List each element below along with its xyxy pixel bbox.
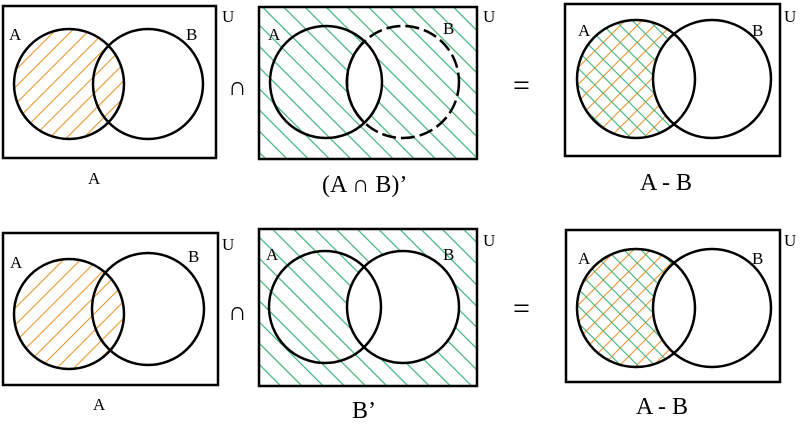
label-set-a: A: [10, 253, 23, 272]
intersection-operator: ∩: [228, 72, 247, 101]
label-universe: U: [483, 231, 495, 250]
label-universe: U: [222, 7, 234, 26]
universe-box: [1, 4, 218, 160]
row-1: A B U A ∩ A B U (A ∩ B)’ =: [1, 2, 796, 198]
panel-set-a: A B U A: [1, 4, 234, 188]
panel-caption: A: [88, 169, 101, 188]
label-set-b: B: [188, 247, 199, 266]
row-2: A B U A ∩ A B U B’ =: [1, 227, 796, 424]
universe-box: [1, 231, 220, 387]
panel-a-minus-b: A B U A - B: [563, 2, 796, 196]
panel-caption: A - B: [636, 394, 688, 420]
panel-caption: B’: [352, 398, 376, 424]
circle-set-b: [90, 251, 206, 367]
universe-box: [257, 227, 479, 388]
label-set-a: A: [578, 21, 591, 40]
circle-set-b: [651, 247, 773, 369]
label-set-b: B: [443, 19, 454, 38]
universe-box: [564, 228, 782, 384]
label-set-a: A: [268, 25, 281, 44]
universe-box: [563, 2, 782, 158]
circle-set-a: [12, 27, 126, 141]
circle-set-b: [651, 18, 773, 140]
panel-caption: A: [93, 395, 106, 414]
label-universe: U: [222, 235, 234, 254]
set-a-hatch: [14, 259, 124, 369]
label-set-a: A: [9, 25, 22, 44]
circle-set-a: [267, 249, 383, 365]
panel-caption: A - B: [640, 170, 692, 196]
circle-set-a: [12, 257, 126, 371]
equals-operator: =: [513, 292, 530, 325]
a-minus-b-crosshatch: [577, 249, 695, 367]
label-set-b: B: [752, 249, 763, 268]
circle-set-b: [345, 249, 461, 365]
panel-caption: (A ∩ B)’: [322, 172, 407, 198]
panel-complement-intersection: A B U (A ∩ B)’: [257, 5, 495, 198]
circle-set-a: [268, 24, 384, 140]
circle-set-b: [91, 27, 205, 141]
panel-a-minus-b: A B U A - B: [564, 228, 796, 420]
label-set-a: A: [578, 249, 591, 268]
circle-set-a: [575, 18, 697, 140]
a-minus-b-crosshatch: [577, 20, 695, 138]
universe-box: [257, 5, 479, 161]
panel-complement-b: A B U B’: [257, 227, 495, 424]
panel-set-a: A B U A: [1, 231, 234, 414]
label-set-b: B: [752, 21, 763, 40]
label-universe: U: [483, 7, 495, 26]
label-set-b: B: [443, 245, 454, 264]
equals-operator: =: [513, 69, 530, 102]
circle-set-a: [575, 247, 697, 369]
label-universe: U: [784, 7, 796, 26]
label-set-b: B: [186, 25, 197, 44]
label-universe: U: [784, 231, 796, 250]
intersection-operator: ∩: [228, 297, 247, 326]
label-set-a: A: [266, 245, 279, 264]
